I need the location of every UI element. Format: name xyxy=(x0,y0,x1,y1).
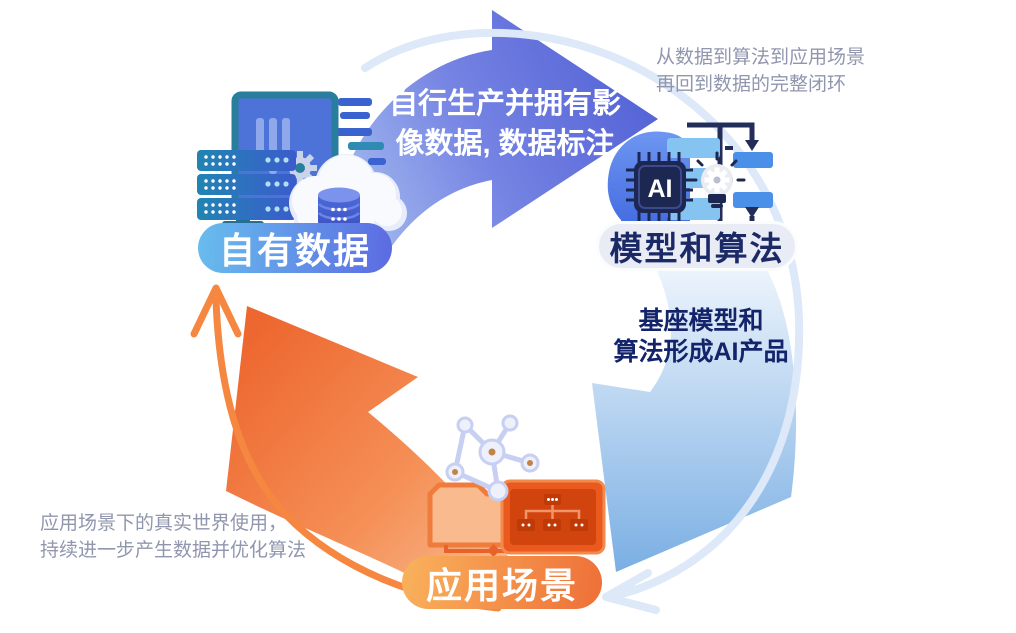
arrow-label-line1: 自行生产并拥有影 xyxy=(388,88,621,120)
node-pill-model-algorithm: 模型和算法 xyxy=(596,221,798,271)
ai-chip-label: AI xyxy=(648,175,673,203)
caption-line2: 再回到数据的完整闭环 xyxy=(656,74,847,95)
arrow-label-line2: 像数据, 数据标注 xyxy=(395,128,615,160)
arrow-label-line1: 基座模型和 xyxy=(638,307,764,335)
node-pill-application: 应用场景 xyxy=(402,556,602,609)
caption-closed-loop: 从数据到算法到应用场景 再回到数据的完整闭环 xyxy=(656,44,865,98)
arrow-label-model-to-application: 基座模型和 算法形成AI产品 xyxy=(596,306,806,368)
arrow-label-application-to-data: 应用场景下的真实世界使用， 持续进一步产生数据并优化算法 xyxy=(40,510,306,564)
pale-arc xyxy=(361,28,804,601)
caption-line1: 从数据到算法到应用场景 xyxy=(656,47,866,68)
arrow-label-line2: 算法形成AI产品 xyxy=(613,338,789,366)
lightbulb-gear-icon xyxy=(688,151,746,208)
server-rack-icon xyxy=(197,150,296,220)
circuit-board-icon xyxy=(500,479,606,555)
network-graph-icon xyxy=(445,414,540,502)
arrow-label-line2: 持续进一步产生数据并优化算法 xyxy=(40,540,307,561)
database-icon xyxy=(318,187,360,230)
node-pill-own-data: 自有数据 xyxy=(198,223,392,273)
network-laptop-circuit-icon xyxy=(427,414,606,557)
blue-arrow-data-to-model xyxy=(331,10,658,268)
arrow-label-data-to-model: 自行生产并拥有影 像数据, 数据标注 xyxy=(383,84,627,164)
ai-head-flowchart-gear-icon: AI xyxy=(607,122,773,236)
arrow-label-line1: 应用场景下的真实世界使用， xyxy=(40,513,288,534)
orange-arc-arrowhead-icon xyxy=(190,284,242,338)
lightblue-arrow-model-to-application xyxy=(592,268,797,572)
pale-arc-arrowhead-icon xyxy=(602,569,660,614)
ai-chip-icon: AI xyxy=(626,152,693,221)
